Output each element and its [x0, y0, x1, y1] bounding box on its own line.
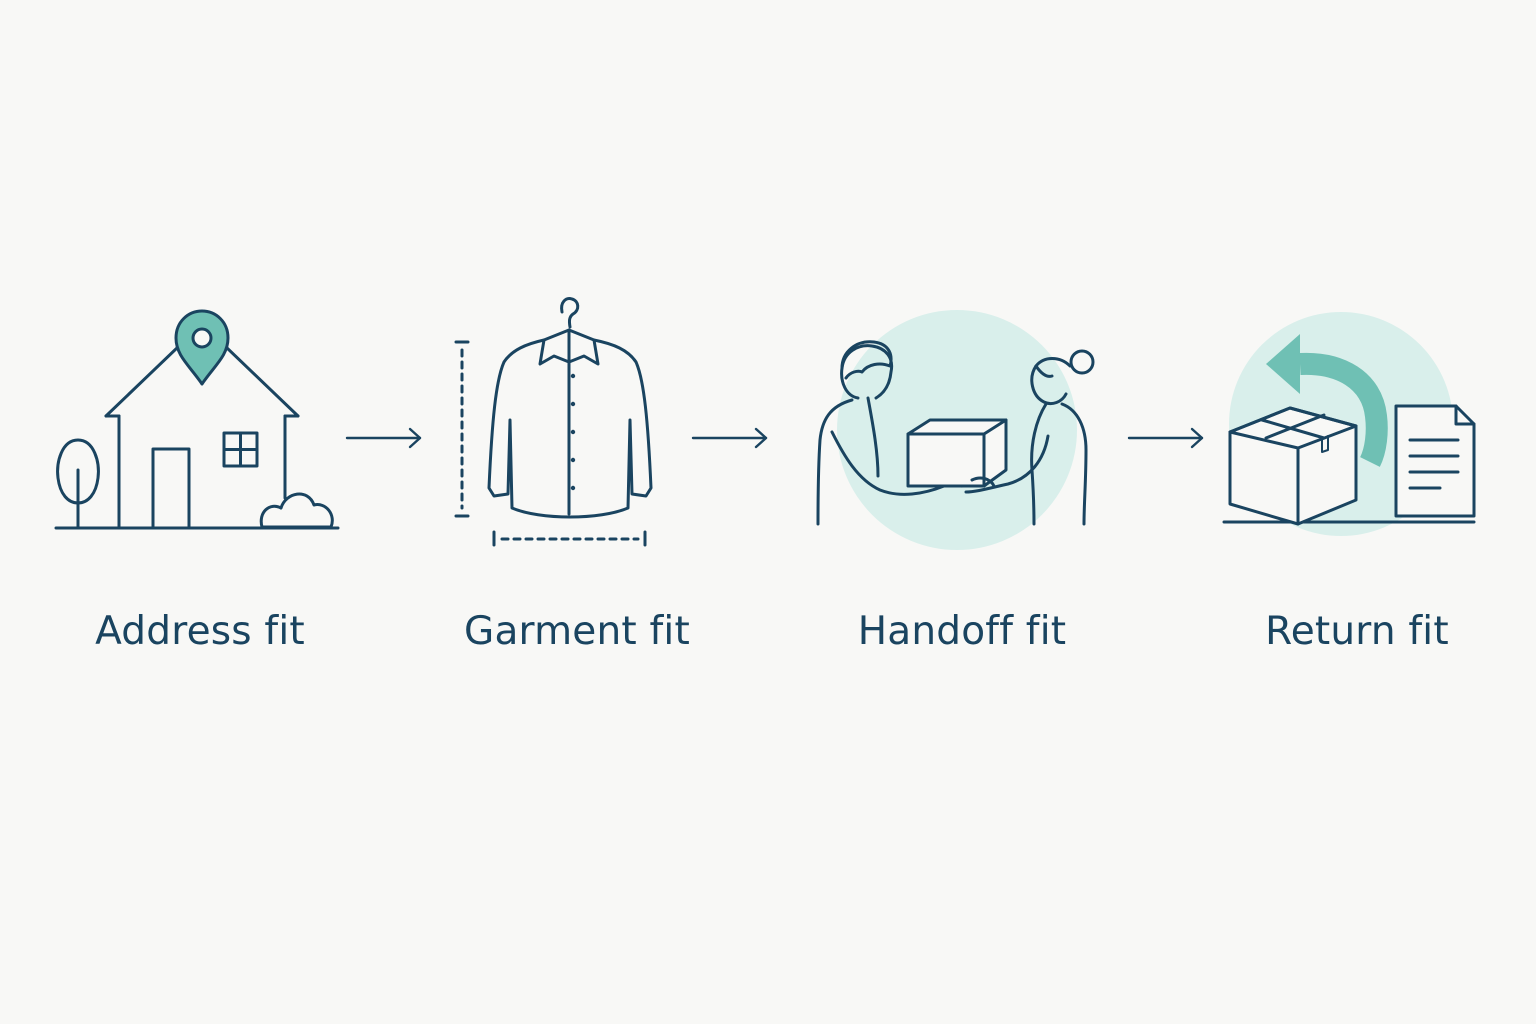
step-label-return-fit: Return fit	[1265, 609, 1449, 654]
shirt-hanger-measure-icon	[450, 290, 660, 550]
package-return-document-icon	[1215, 305, 1485, 536]
step-label-garment-fit: Garment fit	[464, 609, 690, 654]
package-handoff-icon	[805, 300, 1105, 555]
step-label-address-fit: Address fit	[95, 609, 305, 654]
arrow-right-icon	[690, 425, 770, 451]
house-location-pin-icon	[50, 300, 350, 540]
arrow-right-icon	[1126, 425, 1206, 451]
step-label-handoff-fit: Handoff fit	[857, 609, 1067, 654]
arrow-right-icon	[344, 425, 424, 451]
